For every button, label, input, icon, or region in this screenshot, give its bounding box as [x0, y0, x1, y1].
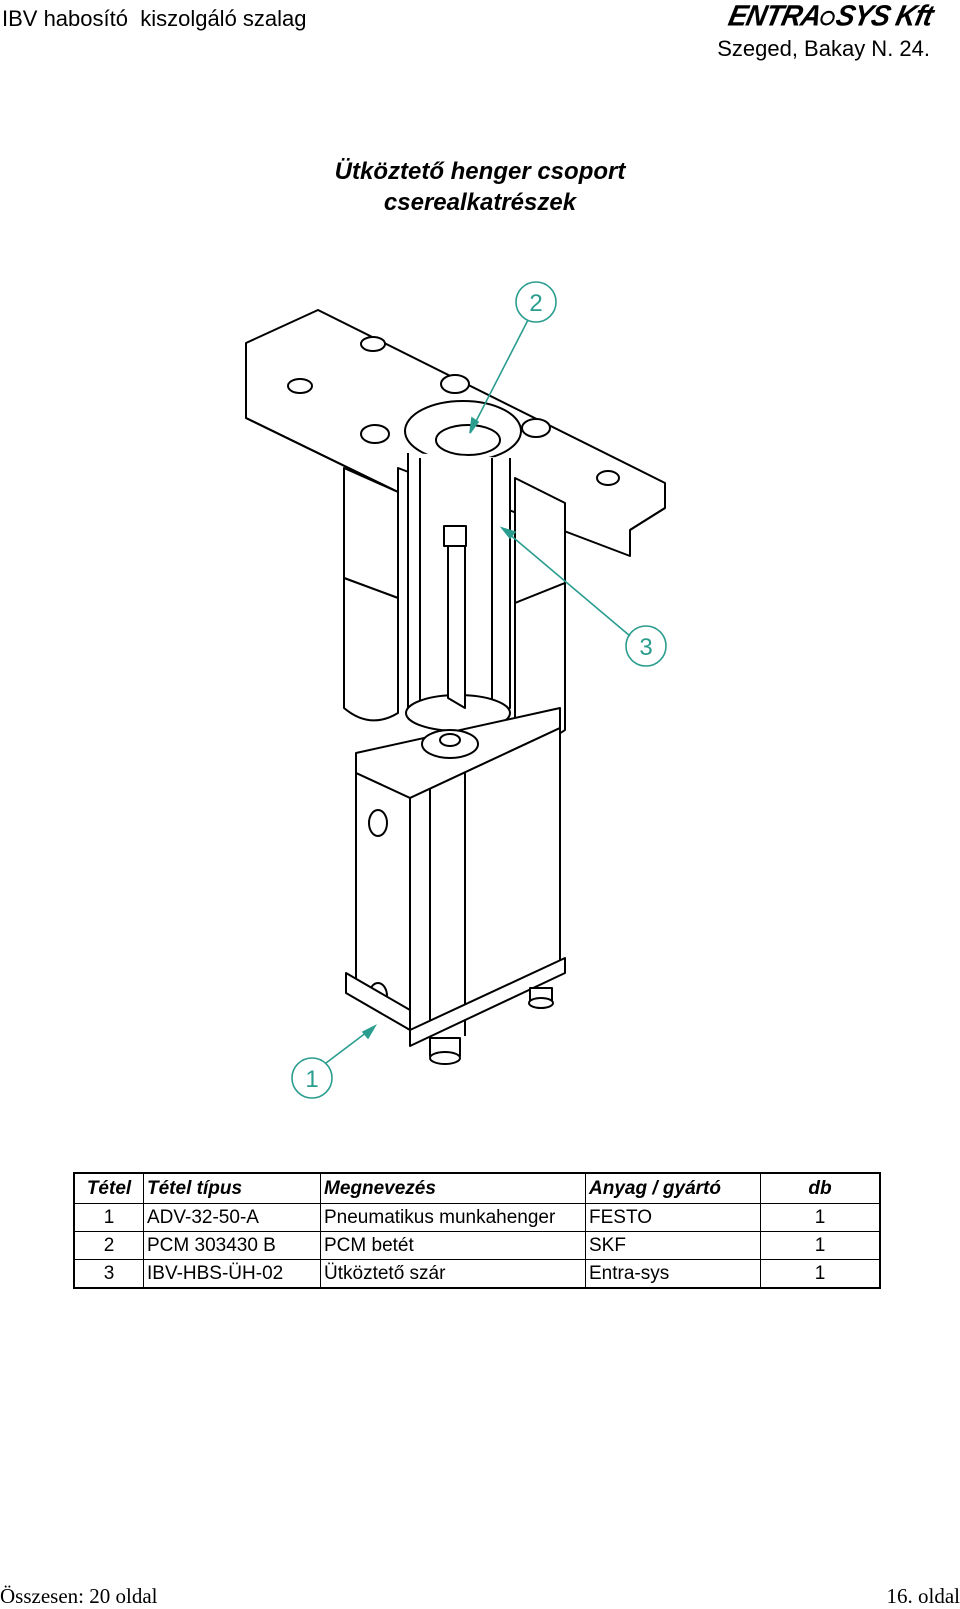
footer-page-number: 16. oldal: [886, 1584, 960, 1608]
plate-screw: [360, 424, 390, 444]
table-row: 1 ADV-32-50-A Pneumatikus munkahenger FE…: [73, 1203, 881, 1232]
cell-type: ADV-32-50-A: [143, 1203, 321, 1232]
plate-hole: [596, 470, 620, 486]
callout-circle-2: [515, 281, 557, 323]
cylinder-assembly-drawing: 2 3 1: [245, 281, 667, 1099]
footer-total-pages: Összesen: 20 oldal: [0, 1584, 158, 1608]
page-title: Ütköztető henger csoport cserealkatrésze…: [0, 156, 960, 218]
bushing-inner: [435, 424, 501, 456]
guide-tube-left: [343, 577, 399, 722]
table-row: 3 IBV-HBS-ÜH-02 Ütköztető szár Entra-sys…: [73, 1259, 881, 1289]
callout-label-1: 1: [305, 1066, 318, 1093]
cell-name: Ütköztető szár: [320, 1259, 586, 1289]
cell-material: SKF: [585, 1231, 761, 1260]
cell-item: 2: [73, 1231, 144, 1260]
left-block: [343, 467, 399, 599]
cell-name: Pneumatikus munkahenger: [320, 1203, 586, 1232]
mounting-plate-side: [245, 343, 399, 493]
cell-material: FESTO: [585, 1203, 761, 1232]
logo-text-a: ENTRA: [725, 0, 824, 32]
plate-hole: [360, 336, 386, 352]
title-line-1: Ütköztető henger csoport: [334, 158, 626, 185]
col-header-type: Tétel típus: [143, 1172, 321, 1204]
callout-circle-3: [625, 625, 667, 667]
col-header-name: Megnevezés: [320, 1172, 586, 1204]
body-hole: [368, 809, 388, 837]
callout-leader-3: [501, 527, 631, 637]
cell-type: IBV-HBS-ÜH-02: [143, 1259, 321, 1289]
stop-rod: [447, 533, 466, 709]
cell-item: 3: [73, 1259, 144, 1289]
company-address: Szeged, Bakay N. 24.: [717, 36, 930, 61]
callout-label-3: 3: [639, 634, 652, 661]
col-header-material: Anyag / gyártó: [585, 1172, 761, 1204]
cell-item: 1: [73, 1203, 144, 1232]
callout-leader-2: [469, 319, 529, 434]
logo-text-b: SYS Kft: [832, 0, 936, 32]
plate-screw: [440, 374, 470, 394]
cell-material: Entra-sys: [585, 1259, 761, 1289]
cell-name: PCM betét: [320, 1231, 586, 1260]
cell-qty: 1: [760, 1203, 881, 1232]
rod-screw: [443, 525, 467, 547]
parts-table: Tétel Tétel típus Megnevezés Anyag / gyá…: [73, 1172, 881, 1289]
callout-label-2: 2: [529, 290, 542, 317]
document-header-title: IBV habosító kiszolgáló szalag: [2, 6, 307, 31]
cell-type: PCM 303430 B: [143, 1231, 321, 1260]
cell-qty: 1: [760, 1259, 881, 1289]
plate-hole: [287, 378, 313, 394]
mounting-plate-edge: [629, 507, 666, 531]
cell-qty: 1: [760, 1231, 881, 1260]
table-header-row: Tétel Tétel típus Megnevezés Anyag / gyá…: [73, 1172, 881, 1204]
plate-screw: [521, 418, 551, 438]
title-line-2: cserealkatrészek: [383, 189, 577, 216]
callout-circle-1: [291, 1057, 333, 1099]
col-header-qty: db: [760, 1172, 881, 1204]
col-header-item: Tétel: [73, 1172, 144, 1204]
table-row: 2 PCM 303430 B PCM betét SKF 1: [73, 1231, 881, 1260]
